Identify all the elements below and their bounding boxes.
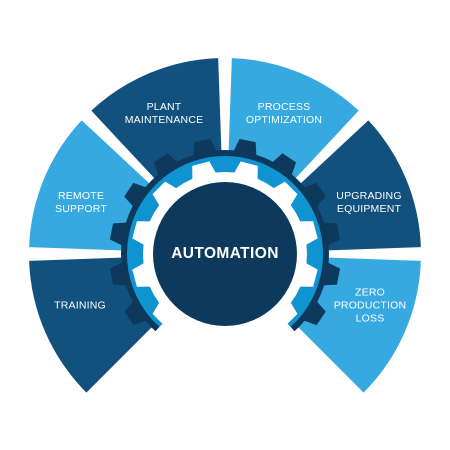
segment-label-remote-support: REMOTE SUPPORT (55, 190, 107, 215)
segment-label-zero-production-loss: ZERO PRODUCTION LOSS (333, 286, 407, 325)
segment-label-training: TRAINING (54, 299, 106, 312)
segment-remote-support (29, 120, 155, 251)
center-hub (153, 182, 297, 326)
segment-label-plant-maintenance: PLANT MAINTENANCE (124, 101, 204, 126)
segment-process-optimization (228, 58, 359, 184)
segment-label-upgrading-equipment: UPGRADING EQUIPMENT (336, 190, 402, 215)
segment-training (29, 257, 158, 393)
segment-upgrading-equipment (295, 120, 421, 251)
segment-zero-production-loss (292, 257, 421, 393)
segment-label-process-optimization: PROCESS OPTIMIZATION (245, 101, 323, 126)
segment-plant-maintenance (91, 58, 222, 184)
center-title: AUTOMATION (171, 245, 279, 262)
